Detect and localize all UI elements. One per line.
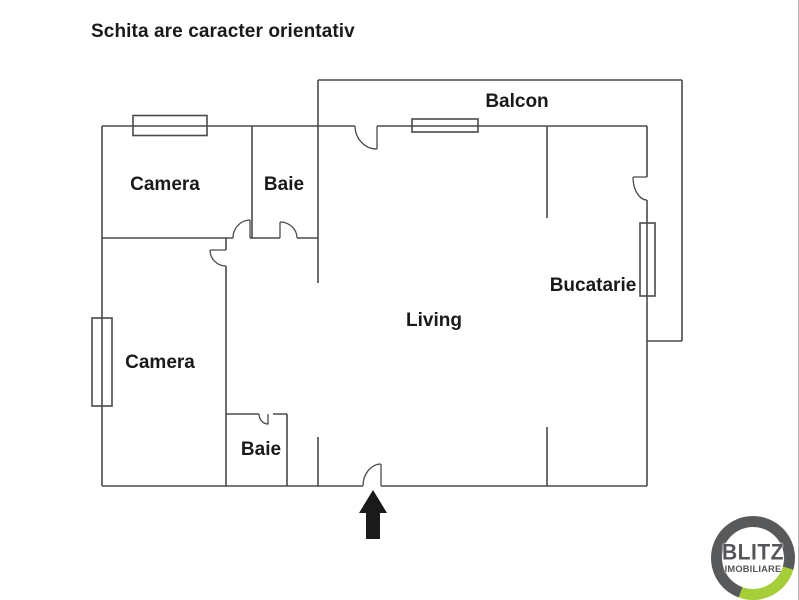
window-camera-top xyxy=(132,114,208,137)
door-arc-baie-bottom xyxy=(258,413,269,425)
room-label-bucatarie: Bucatarie xyxy=(549,275,637,296)
room-label-living: Living xyxy=(406,310,462,331)
door-arc-balcony xyxy=(354,125,378,150)
door-arc-camera-bottom xyxy=(209,249,227,267)
disclaimer-note: Schita are caracter orientativ xyxy=(91,21,355,42)
door-arc-entrance xyxy=(362,463,382,487)
room-label-camera-bottom: Camera xyxy=(125,352,195,373)
brand-logo: BLITZ IMOBILIARE xyxy=(711,516,795,600)
interior-walls xyxy=(102,126,548,486)
entrance-arrow-icon xyxy=(359,490,387,539)
door-arc-camera-top xyxy=(232,219,251,239)
balcony-walls xyxy=(317,79,683,342)
door-arc-bucatarie xyxy=(632,176,648,201)
window-living xyxy=(411,118,479,133)
room-label-camera-top: Camera xyxy=(130,174,200,195)
window-bucatarie xyxy=(639,222,656,297)
logo-brand-name: BLITZ xyxy=(722,540,784,565)
outer-walls xyxy=(101,125,648,487)
logo-text: BLITZ IMOBILIARE xyxy=(711,516,795,600)
door-arc-baie-top xyxy=(279,221,298,239)
room-label-baie-top: Baie xyxy=(263,174,305,195)
room-label-balcon: Balcon xyxy=(485,91,549,112)
room-label-baie-bottom: Baie xyxy=(240,439,282,460)
logo-ring-icon xyxy=(711,516,795,600)
logo-tagline: IMOBILIARE xyxy=(724,563,782,575)
window-camera-bottom xyxy=(91,317,113,407)
